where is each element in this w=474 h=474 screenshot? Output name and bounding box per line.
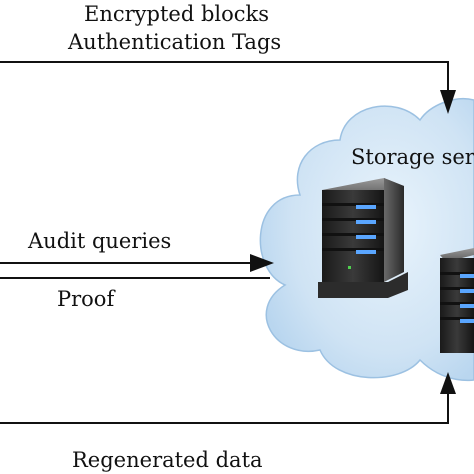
encrypted-blocks-arrow <box>0 61 456 114</box>
encrypted-blocks-label: Encrypted blocks <box>84 2 270 26</box>
server-icon <box>440 248 474 353</box>
authentication-tags-label: Authentication Tags <box>68 30 282 54</box>
storage-server-label: Storage serv <box>351 145 474 169</box>
audit-queries-arrow <box>0 254 274 272</box>
regenerated-data-arrow <box>0 372 456 424</box>
regenerated-data-label: Regenerated data <box>72 448 263 472</box>
proof-label: Proof <box>57 287 115 311</box>
audit-queries-label: Audit queries <box>28 229 172 253</box>
server-icon <box>318 178 408 298</box>
